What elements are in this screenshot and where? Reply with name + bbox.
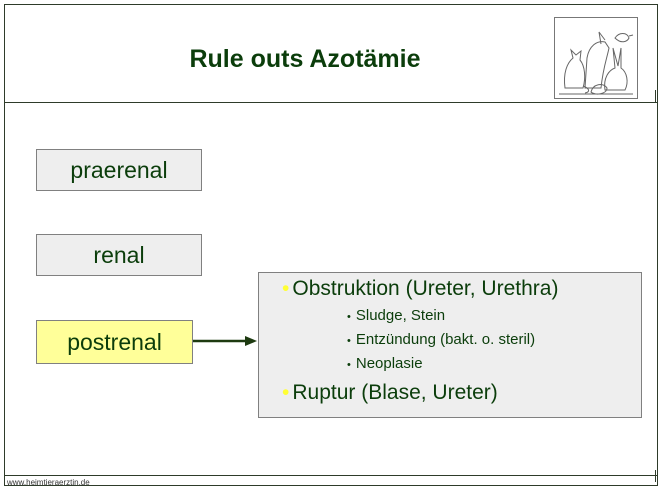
renal-box: renal — [36, 234, 202, 276]
postrenal-box: postrenal — [36, 320, 193, 364]
sub-list-item-label: Entzündung (bakt. o. steril) — [355, 331, 536, 348]
prerenal-box: praerenal — [36, 149, 202, 191]
bullet-icon: • — [347, 359, 351, 371]
bullet-icon: • — [282, 277, 290, 300]
animals-logo-icon — [554, 17, 638, 99]
list-item: •Ruptur (Blase, Ureter) — [282, 381, 498, 405]
postrenal-details-box: •Obstruktion (Ureter, Urethra) •Sludge, … — [258, 272, 642, 418]
slide-title: Rule outs Azotämie — [189, 45, 421, 73]
corner-tick — [655, 90, 656, 102]
list-item: •Obstruktion (Ureter, Urethra) — [282, 277, 558, 301]
corner-tick — [655, 470, 656, 482]
bullet-icon: • — [282, 381, 290, 404]
arrow-icon — [193, 336, 257, 346]
footer-divider — [5, 475, 657, 476]
sub-list-item: • Entzündung (bakt. o. steril) — [347, 331, 535, 348]
list-item-label: Ruptur (Blase, Ureter) — [292, 381, 498, 404]
bullet-icon: • — [347, 311, 351, 323]
sub-list-item: • Neoplasie — [347, 355, 423, 372]
list-item-label: Obstruktion (Ureter, Urethra) — [292, 277, 559, 300]
bullet-icon: • — [347, 335, 351, 347]
header-divider — [5, 102, 657, 103]
sub-list-item-label: Sludge, Stein — [355, 307, 446, 324]
sub-list-item-label: Neoplasie — [355, 355, 423, 372]
sub-list-item: • Sludge, Stein — [347, 307, 445, 324]
slide: Rule outs Azotämie praerena — [4, 4, 658, 487]
footer-url: www.heimtieraerztin.de — [7, 478, 90, 487]
